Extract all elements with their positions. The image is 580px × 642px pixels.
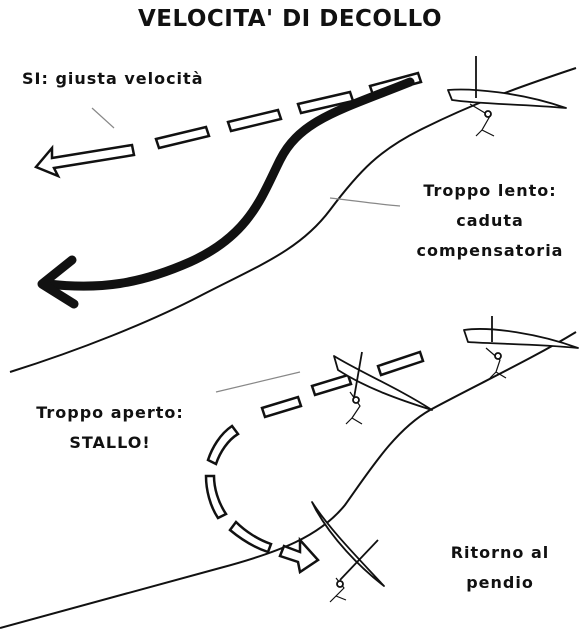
diagram-title: VELOCITA' DI DECOLLO <box>137 6 443 32</box>
dash-segment <box>206 424 240 466</box>
too-slow-arrow-head <box>37 255 79 309</box>
glider-stall <box>333 351 433 425</box>
label-correct-speed: SI: giusta velocità <box>22 69 204 88</box>
label-line: Troppo lento: <box>423 181 557 200</box>
label-too-open: Troppo aperto: STALLO! <box>12 398 208 458</box>
pointer-slow <box>329 197 401 207</box>
dash-segment <box>260 395 303 419</box>
glider-right <box>463 316 579 379</box>
label-line: Ritorno al <box>450 543 550 562</box>
upper-slope-line <box>9 67 577 373</box>
dash-segment <box>310 373 353 397</box>
pointer-correct <box>91 107 115 129</box>
label-line: STALLO! <box>69 433 151 452</box>
glider-top <box>447 56 567 137</box>
dash-segment <box>154 125 211 150</box>
lower-slope-line <box>0 331 577 629</box>
dash-segment <box>226 108 283 133</box>
pointer-stall <box>215 371 301 393</box>
arrow-head-segment <box>33 143 136 179</box>
label-line: pendio <box>466 573 534 592</box>
dash-segment <box>204 474 228 520</box>
dash-segment <box>228 520 273 554</box>
arrow-head-segment <box>278 536 320 575</box>
stall-loop-arrow <box>204 350 425 575</box>
label-return: Ritorno al pendio <box>432 538 568 598</box>
dash-segment <box>376 350 425 377</box>
too-slow-arrow <box>43 77 415 291</box>
label-line: compensatoria <box>416 241 564 260</box>
label-line: caduta <box>456 211 524 230</box>
label-line: Troppo aperto: <box>36 403 184 422</box>
glider-return <box>311 501 385 603</box>
label-too-slow: Troppo lento: caduta compensatoria <box>402 176 578 266</box>
